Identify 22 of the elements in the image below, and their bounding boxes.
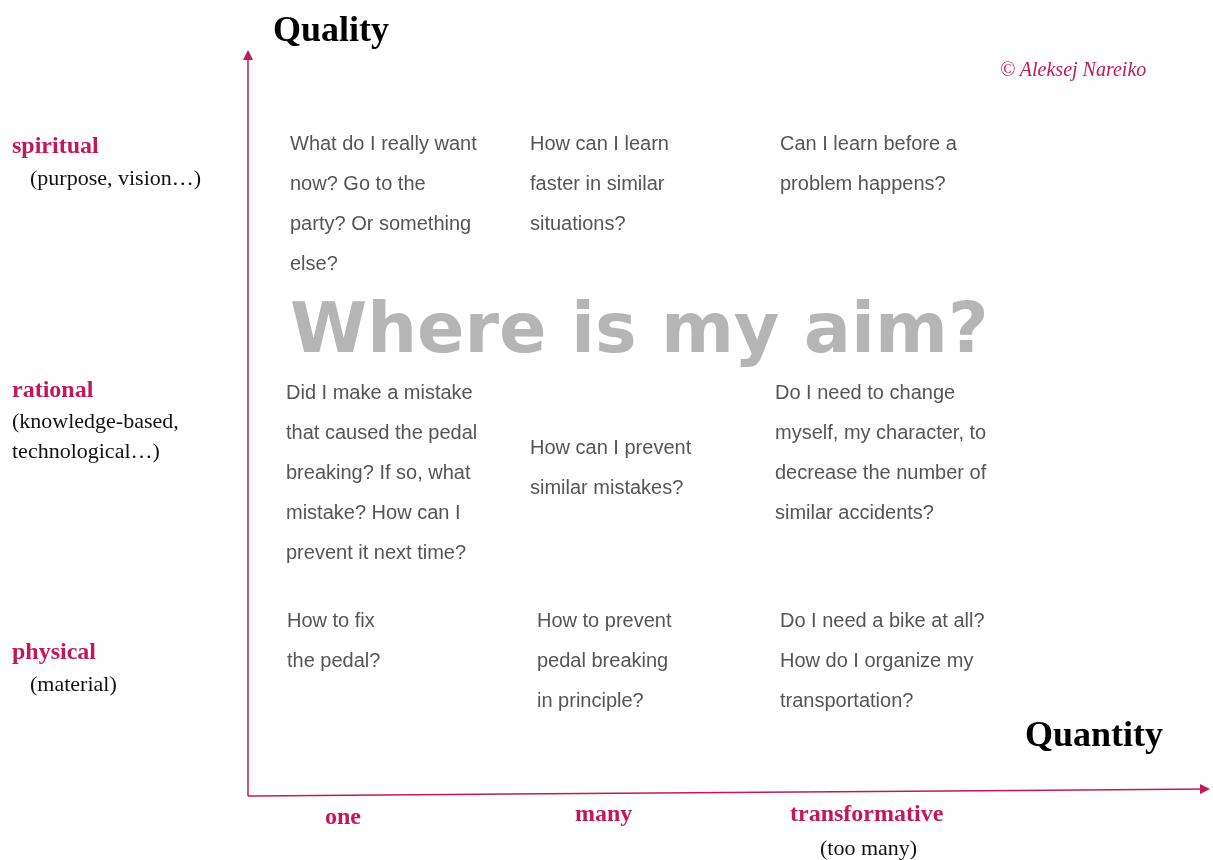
question-text: Did I make a mistake that caused the pedal breaking? If so, what mistake? How can I prevent it next time? — [286, 380, 479, 565]
level-description: (knowledge-based, technological…) — [12, 407, 180, 465]
level-label: spiritual — [12, 132, 99, 159]
question-text: What do I really want now? Go to the party? Or something else? — [290, 131, 478, 276]
question-text: How to prevent pedal breaking in principle? — [537, 608, 673, 713]
copyright-note: © Aleksej Nareiko — [1000, 58, 1147, 81]
question-text: Do I need a bike at all? How do I organize my transportation? — [780, 608, 986, 713]
question-text: How can I learn faster in similar situations? — [530, 131, 670, 236]
level-label: rational — [12, 376, 94, 403]
question-text: How can I prevent similar mistakes? — [530, 435, 693, 500]
level-description: (purpose, vision…) — [30, 164, 202, 192]
level-label: transformative — [790, 800, 944, 827]
question-text: Do I need to change myself, my character, to decrease the number of similar accidents? — [775, 380, 988, 525]
axis-title: Quality — [273, 8, 389, 50]
level-label: one — [325, 803, 361, 830]
question-text: Can I learn before a problem happens? — [780, 131, 958, 196]
question-text: How to fix the pedal? — [287, 608, 382, 673]
level-description: (material) — [30, 670, 117, 698]
level-label: many — [575, 800, 633, 827]
axis-title: Quantity — [1025, 713, 1164, 755]
level-description: (too many) — [820, 834, 918, 860]
level-label: physical — [12, 638, 97, 665]
